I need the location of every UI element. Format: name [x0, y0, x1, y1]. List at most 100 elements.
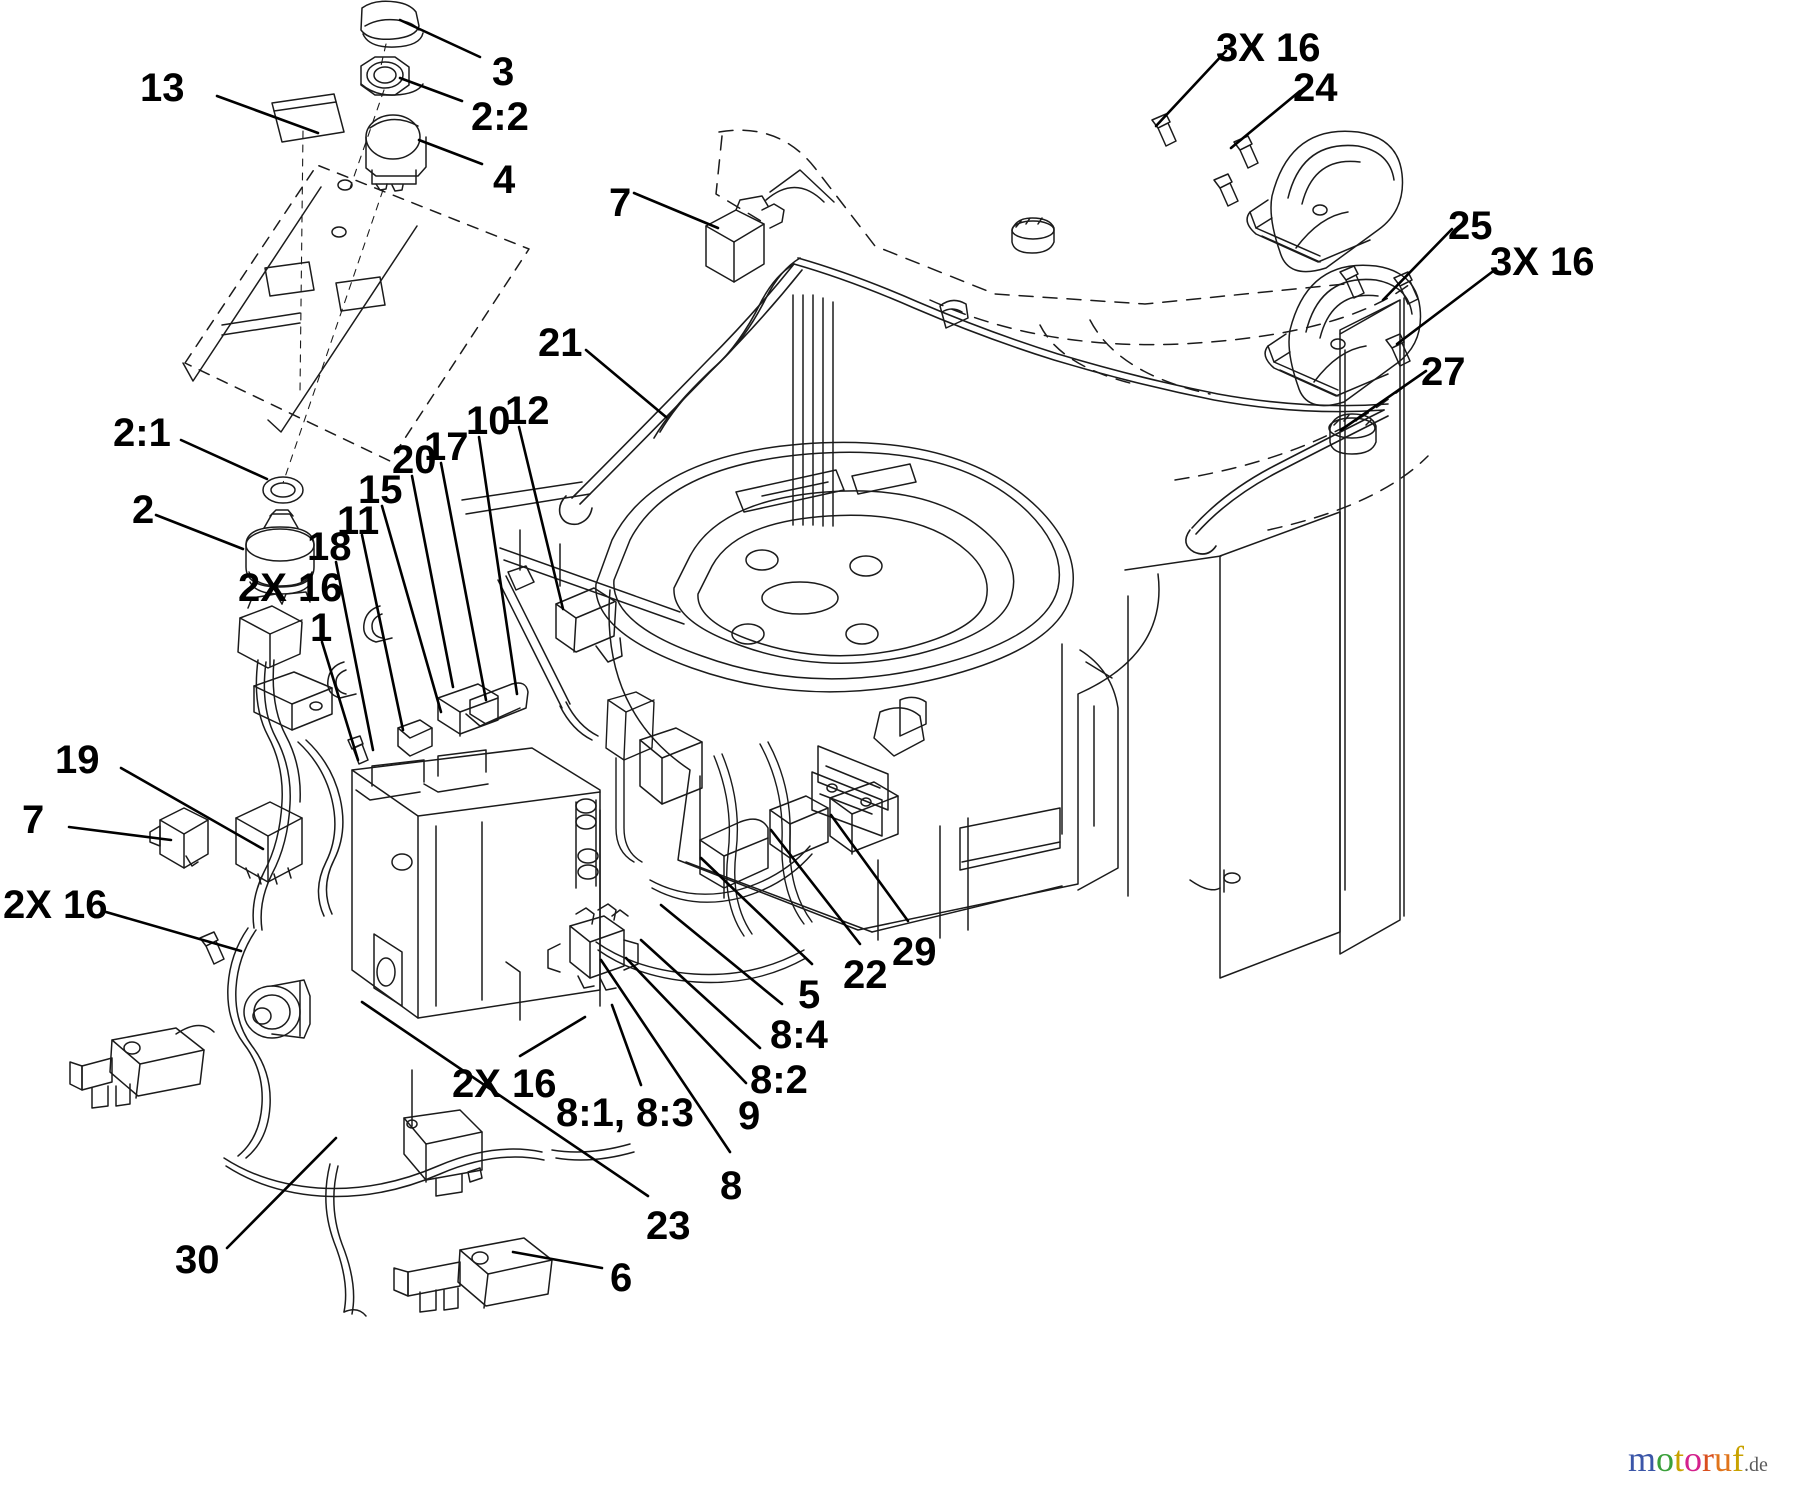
callout-8: 8 [720, 1164, 743, 1208]
callout-3x-16: 3X 16 [1216, 26, 1321, 70]
part-2-2-nut [360, 56, 424, 96]
leader-line [119, 766, 265, 851]
callout-6: 6 [610, 1256, 633, 1300]
part-23-solenoid [243, 979, 311, 1039]
leader-line [154, 513, 245, 551]
leader-line [320, 640, 360, 762]
callout-2x-16: 2X 16 [238, 566, 343, 610]
leader-line [659, 903, 784, 1006]
leader-line [67, 825, 173, 842]
leader-line [398, 18, 482, 59]
leader-line [215, 94, 320, 135]
part-2-key-switch [245, 509, 315, 595]
console-panel [184, 164, 530, 462]
leader-line [1339, 369, 1428, 432]
parts-5-22-29 [639, 727, 899, 899]
callout-10: 10 [466, 399, 511, 443]
watermark-letter-o1: o [1656, 1439, 1675, 1479]
callout-3x-16: 3X 16 [1490, 240, 1595, 284]
callout-11: 11 [337, 499, 380, 543]
callout-7: 7 [22, 798, 45, 842]
callout-20: 20 [392, 438, 437, 482]
deck-bracket [817, 696, 927, 811]
part-30-switch [403, 1069, 483, 1197]
callout-21: 21 [538, 321, 583, 365]
callout-1: 1 [310, 606, 333, 650]
callout-5: 5 [798, 973, 821, 1017]
part-2-1-grommet [262, 476, 304, 504]
leader-line [410, 474, 455, 689]
callout-2: 2 [132, 488, 155, 532]
callout-8-2: 8:2 [750, 1058, 808, 1102]
part-16-bolts-group-b [1339, 265, 1419, 367]
leader-line [1395, 267, 1498, 346]
watermark-letter-t: t [1674, 1439, 1685, 1479]
frame-rail [461, 481, 685, 625]
leader-line [360, 1000, 650, 1198]
callout-2x-16: 2X 16 [3, 883, 108, 927]
watermark-tld: .de [1744, 1454, 1768, 1476]
leader-line [624, 956, 748, 1085]
harness-clip [939, 299, 969, 329]
leader-line [360, 533, 405, 732]
watermark-letter-f: f [1732, 1439, 1745, 1479]
callout-7: 7 [609, 181, 632, 225]
part-24-deflector [1246, 130, 1404, 273]
callout-12: 12 [505, 389, 550, 433]
chassis-frame [765, 169, 1405, 979]
leader-line [632, 191, 720, 230]
callout-2-2: 2:2 [471, 95, 529, 139]
part-6-terminal-a [393, 1237, 553, 1313]
callout-19: 19 [55, 738, 100, 782]
part-8-cluster [547, 903, 639, 991]
callout-24: 24 [1293, 66, 1338, 110]
callout-3: 3 [492, 50, 515, 94]
leader-line [1154, 49, 1228, 128]
callout-15: 15 [358, 468, 403, 512]
leader-line [584, 348, 668, 419]
part-21-wire-harness [558, 257, 1389, 555]
watermark-letter-o2: o [1684, 1439, 1703, 1479]
leader-line [511, 1250, 604, 1270]
leader-line [1381, 227, 1454, 302]
callout-2x-16: 2X 16 [452, 1062, 557, 1106]
watermark-letter-u: u [1714, 1439, 1733, 1479]
leader-line [477, 435, 519, 696]
leader-line [104, 910, 243, 953]
small-parts-cluster [327, 565, 623, 757]
part-27-bushing-alt [1011, 217, 1055, 254]
leader-line [639, 938, 762, 1050]
leader-line [518, 1015, 587, 1058]
leader-line [769, 828, 862, 946]
callout-18: 18 [307, 525, 352, 569]
callout-30: 30 [175, 1238, 220, 1282]
callout-4: 4 [493, 158, 516, 202]
leader-line [334, 560, 375, 752]
watermark-letter-r: r [1702, 1439, 1715, 1479]
part-6-terminal-b [69, 1024, 215, 1109]
console-panel-detail [182, 179, 418, 433]
leader-line [599, 958, 732, 1154]
leader-line [225, 1136, 338, 1250]
callout-2-1: 2:1 [113, 411, 171, 455]
leader-line [398, 76, 464, 103]
leader-line [179, 438, 269, 481]
callout-17: 17 [424, 425, 469, 469]
callout-23: 23 [646, 1204, 691, 1248]
part-7-connector-left [149, 807, 209, 869]
leader-line [417, 138, 484, 166]
part-13-decal [271, 93, 345, 143]
leader-line [517, 425, 565, 611]
leader-line [699, 856, 814, 966]
watermark-motoruf: motoruf.de [1628, 1441, 1768, 1477]
callout-25: 25 [1448, 204, 1493, 248]
part-4-ignition-switch [365, 114, 427, 192]
fasteners-center [575, 798, 599, 889]
callout-22: 22 [843, 953, 888, 997]
leader-line [1229, 89, 1302, 150]
callout-27: 27 [1421, 350, 1466, 394]
leader-line [829, 813, 910, 923]
